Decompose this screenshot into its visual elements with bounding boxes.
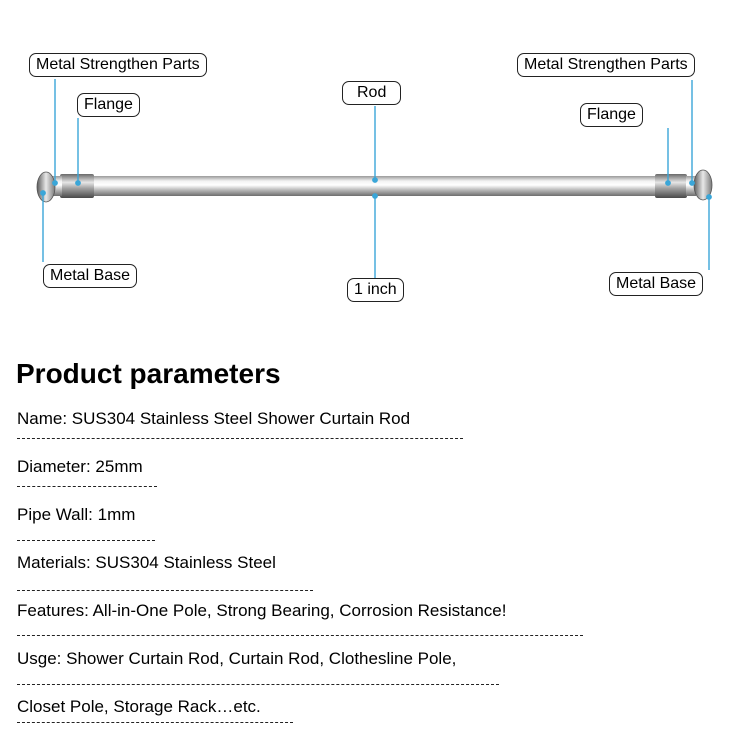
right-flange-part xyxy=(655,174,687,198)
left-strengthen-part xyxy=(52,176,62,196)
divider xyxy=(17,635,583,636)
label-metal-base-left: Metal Base xyxy=(43,264,138,288)
left-flange-part xyxy=(60,174,94,198)
param-materials: Materials: SUS304 Stainless Steel xyxy=(17,553,276,572)
label-flange-left: Flange xyxy=(77,93,140,117)
rod-tube xyxy=(92,176,657,196)
divider xyxy=(17,438,463,439)
divider xyxy=(17,722,293,723)
label-metal-strengthen-right: Metal Strengthen Parts xyxy=(517,53,695,77)
section-title: Product parameters xyxy=(16,358,281,389)
label-metal-base-right: Metal Base xyxy=(609,272,704,296)
divider xyxy=(17,540,155,541)
label-flange-right: Flange xyxy=(580,103,643,127)
label-metal-strengthen-left: Metal Strengthen Parts xyxy=(29,53,207,77)
divider xyxy=(17,486,157,487)
param-usage-continued: Closet Pole, Storage Rack…etc. xyxy=(17,697,261,716)
param-pipe-wall: Pipe Wall: 1mm xyxy=(17,505,136,524)
left-metal-base xyxy=(36,171,56,203)
label-diameter: 1 inch xyxy=(347,278,404,302)
param-usage: Usge: Shower Curtain Rod, Curtain Rod, C… xyxy=(17,649,457,668)
param-name: Name: SUS304 Stainless Steel Shower Curt… xyxy=(17,409,411,428)
rod-illustration xyxy=(36,79,713,278)
label-rod: Rod xyxy=(342,81,402,105)
rod-diagram: Metal Strengthen Parts Flange Rod Metal … xyxy=(0,0,750,320)
right-strengthen-part xyxy=(686,176,696,196)
param-features: Features: All-in-One Pole, Strong Bearin… xyxy=(17,601,507,620)
param-diameter: Diameter: 25mm xyxy=(17,457,143,476)
leader-lines xyxy=(40,79,712,278)
divider xyxy=(17,684,499,685)
divider xyxy=(17,590,313,591)
